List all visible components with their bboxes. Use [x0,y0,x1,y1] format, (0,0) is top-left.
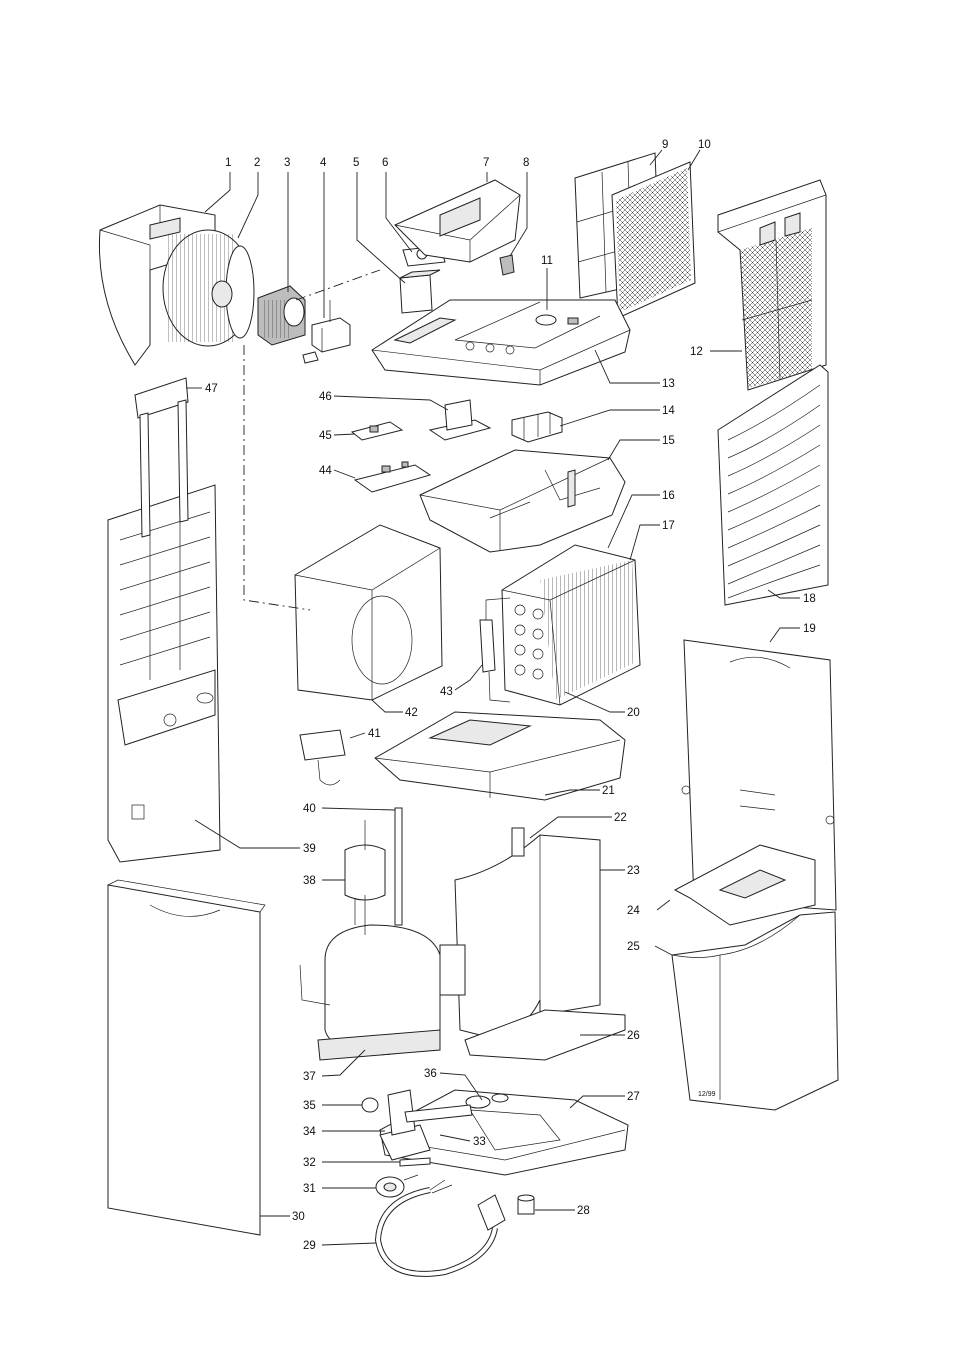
float-assembly [673,844,816,926]
part-number-44: 44 [319,465,332,477]
part-number-28: 28 [577,1205,590,1217]
mount-grommet [465,1093,509,1109]
leader-lines [186,149,800,1246]
part-number-33: 33 [473,1136,486,1148]
part-number-21: 21 [602,785,615,797]
capillary-tube [394,807,403,926]
louvre-grille [717,364,829,606]
motor-bracket [302,300,351,364]
part-number-6: 6 [382,157,388,169]
part-number-46: 46 [319,391,332,403]
base-plate [464,1009,626,1061]
part-number-30: 30 [292,1211,305,1223]
part-number-15: 15 [662,435,675,447]
base-frame [374,711,626,801]
relay-box [399,269,441,314]
part-number-4: 4 [320,157,327,169]
filter-pad [611,161,696,319]
alignment-line [295,269,381,301]
part-number-41: 41 [368,728,381,740]
fan-wheel [162,229,255,347]
part-number-37: 37 [303,1071,316,1083]
carry-handle [134,377,189,538]
part-number-19: 19 [803,623,816,635]
top-cover [371,299,631,386]
part-number-40: 40 [303,803,316,815]
part-number-43: 43 [440,686,453,698]
part-number-39: 39 [303,843,316,855]
part-number-12: 12 [690,346,703,358]
fan-motor [257,285,306,346]
valve-assembly [379,1089,473,1161]
fan-shroud [294,524,443,701]
part-number-labels: 1 2 3 4 5 6 7 8 9 10 11 12 13 14 15 16 1… [205,139,816,1252]
foot [517,1194,535,1215]
alignment-line [243,345,311,611]
side-panel [107,484,221,863]
part-number-8: 8 [523,157,529,169]
part-number-10: 10 [698,139,711,151]
power-cord [374,1179,506,1277]
part-number-22: 22 [614,812,627,824]
coil-assembly [501,544,641,706]
part-number-34: 34 [303,1126,316,1138]
accumulator [344,820,386,935]
control-cover [394,179,521,263]
part-number-29: 29 [303,1240,316,1252]
part-number-24: 24 [627,905,640,917]
clip [499,254,515,276]
part-number-36: 36 [424,1068,437,1080]
part-number-14: 14 [662,405,675,417]
part-number-42: 42 [405,707,418,719]
part-number-38: 38 [303,875,316,887]
part-number-20: 20 [627,707,640,719]
part-number-16: 16 [662,490,675,502]
compressor [299,870,466,1061]
inner-tray [419,449,626,553]
part-number-5: 5 [353,157,359,169]
part-number-7: 7 [483,157,489,169]
capacitor [375,1174,419,1198]
part-number-25: 25 [627,941,640,953]
part-number-32: 32 [303,1157,316,1169]
small-board [350,421,404,441]
part-number-31: 31 [303,1183,316,1195]
part-number-26: 26 [627,1030,640,1042]
panel-marking: 12/99 [698,1091,716,1098]
rear-panel [681,639,837,911]
screw [399,1157,431,1167]
part-number-1: 1 [225,157,231,169]
part-number-23: 23 [627,865,640,877]
tube-shield [454,827,601,1037]
part-number-11: 11 [541,255,553,267]
water-bucket: 12/99 [671,911,839,1111]
front-filter-grille [717,179,827,391]
filter-drier [479,597,511,703]
grommet [361,1097,379,1113]
part-number-18: 18 [803,593,816,605]
part-number-45: 45 [319,430,332,442]
part-number-27: 27 [627,1091,640,1103]
part-number-47: 47 [205,383,218,395]
part-number-9: 9 [662,139,668,151]
part-number-17: 17 [662,520,675,532]
part-number-3: 3 [284,157,290,169]
part-number-13: 13 [662,378,675,390]
part-number-2: 2 [254,157,260,169]
transformer-board [428,399,492,441]
control-board [353,461,432,493]
solenoid-valve [299,729,346,786]
front-panel [107,879,266,1236]
terminal-block [511,411,563,443]
part-number-35: 35 [303,1100,316,1112]
